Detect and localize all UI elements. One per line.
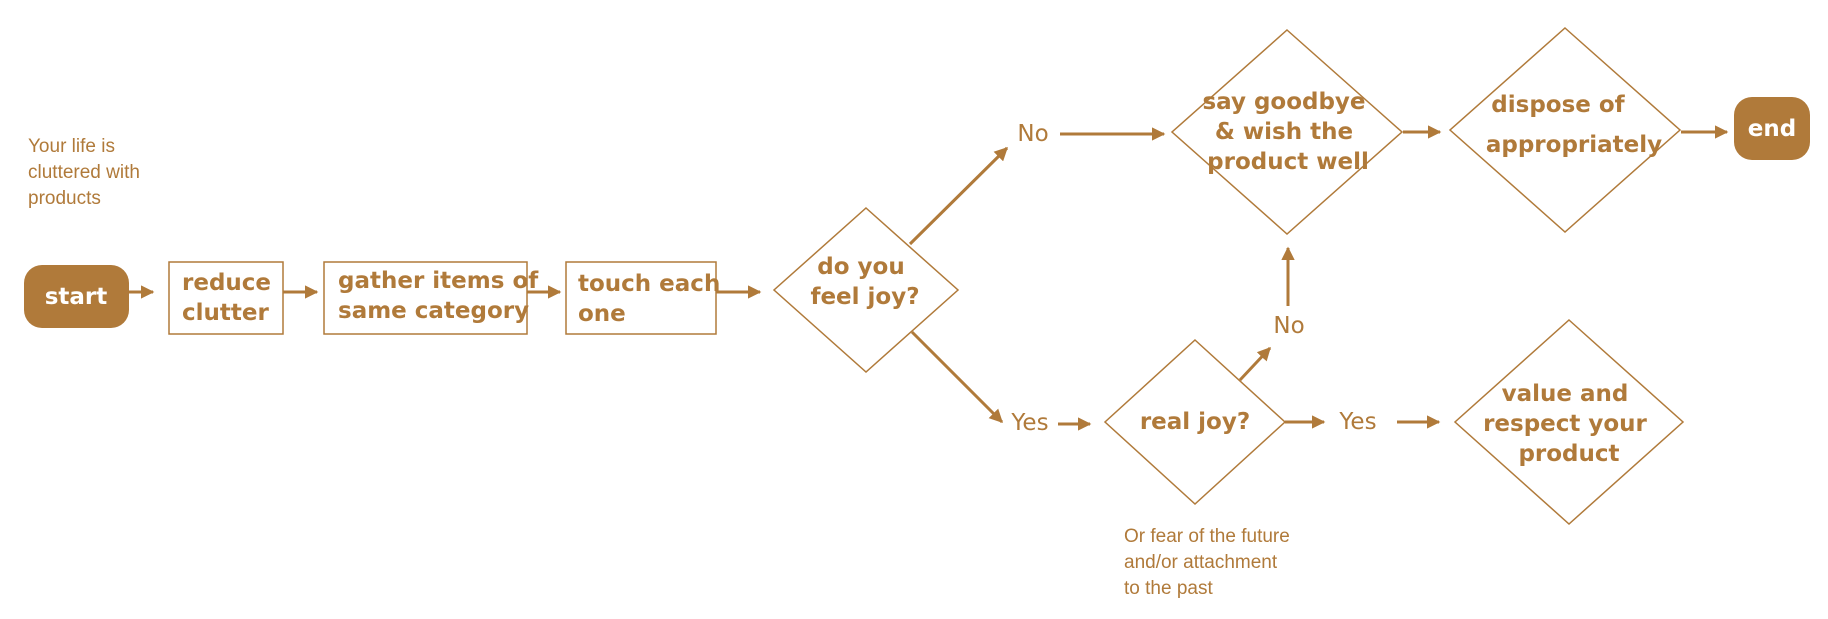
arrow-joy-to-yes <box>910 330 1004 424</box>
note-top-left: Your life is cluttered with products <box>28 136 145 209</box>
decision-dispose: dispose of appropriately <box>1448 26 1682 234</box>
decision-dispose-label: dispose of appropriately <box>1486 92 1662 158</box>
node-reduce-clutter-label: reduce clutter <box>182 270 279 326</box>
node-start: start <box>24 265 129 328</box>
node-touch-each: touch each one <box>565 261 728 335</box>
decision-real-joy: real joy? <box>1103 338 1287 506</box>
node-touch-each-label: touch each one <box>578 271 728 327</box>
node-end-label: end <box>1748 116 1796 142</box>
node-reduce-clutter: reduce clutter <box>168 261 284 335</box>
decision-say-goodbye: say goodbye & wish the product well <box>1170 28 1404 236</box>
decision-value-respect-label: value and respect your product <box>1483 381 1655 467</box>
node-gather-items: gather items of same category <box>323 261 546 335</box>
decision-real-joy-label: real joy? <box>1140 409 1250 435</box>
decision-say-goodbye-label: say goodbye & wish the product well <box>1202 89 1373 175</box>
arrow-joy-to-no <box>908 146 1009 246</box>
arrow-realjoy-to-no <box>1238 346 1272 382</box>
connectors <box>129 125 1729 431</box>
decision-value-respect: value and respect your product <box>1453 318 1685 526</box>
node-gather-items-label: gather items of same category <box>338 268 546 324</box>
edge-label-no-top: No <box>1017 121 1048 147</box>
node-end: end <box>1734 97 1810 160</box>
edge-label-yes-bottom: Yes <box>1010 410 1048 436</box>
edge-label-yes-right: Yes <box>1338 409 1376 435</box>
edge-label-no-mid: No <box>1273 313 1304 339</box>
decision-feel-joy-label: do you feel joy? <box>810 254 919 310</box>
note-bottom: Or fear of the future and/or attachment … <box>1124 526 1295 599</box>
decision-feel-joy: do you feel joy? <box>772 206 960 374</box>
node-start-label: start <box>45 284 108 310</box>
